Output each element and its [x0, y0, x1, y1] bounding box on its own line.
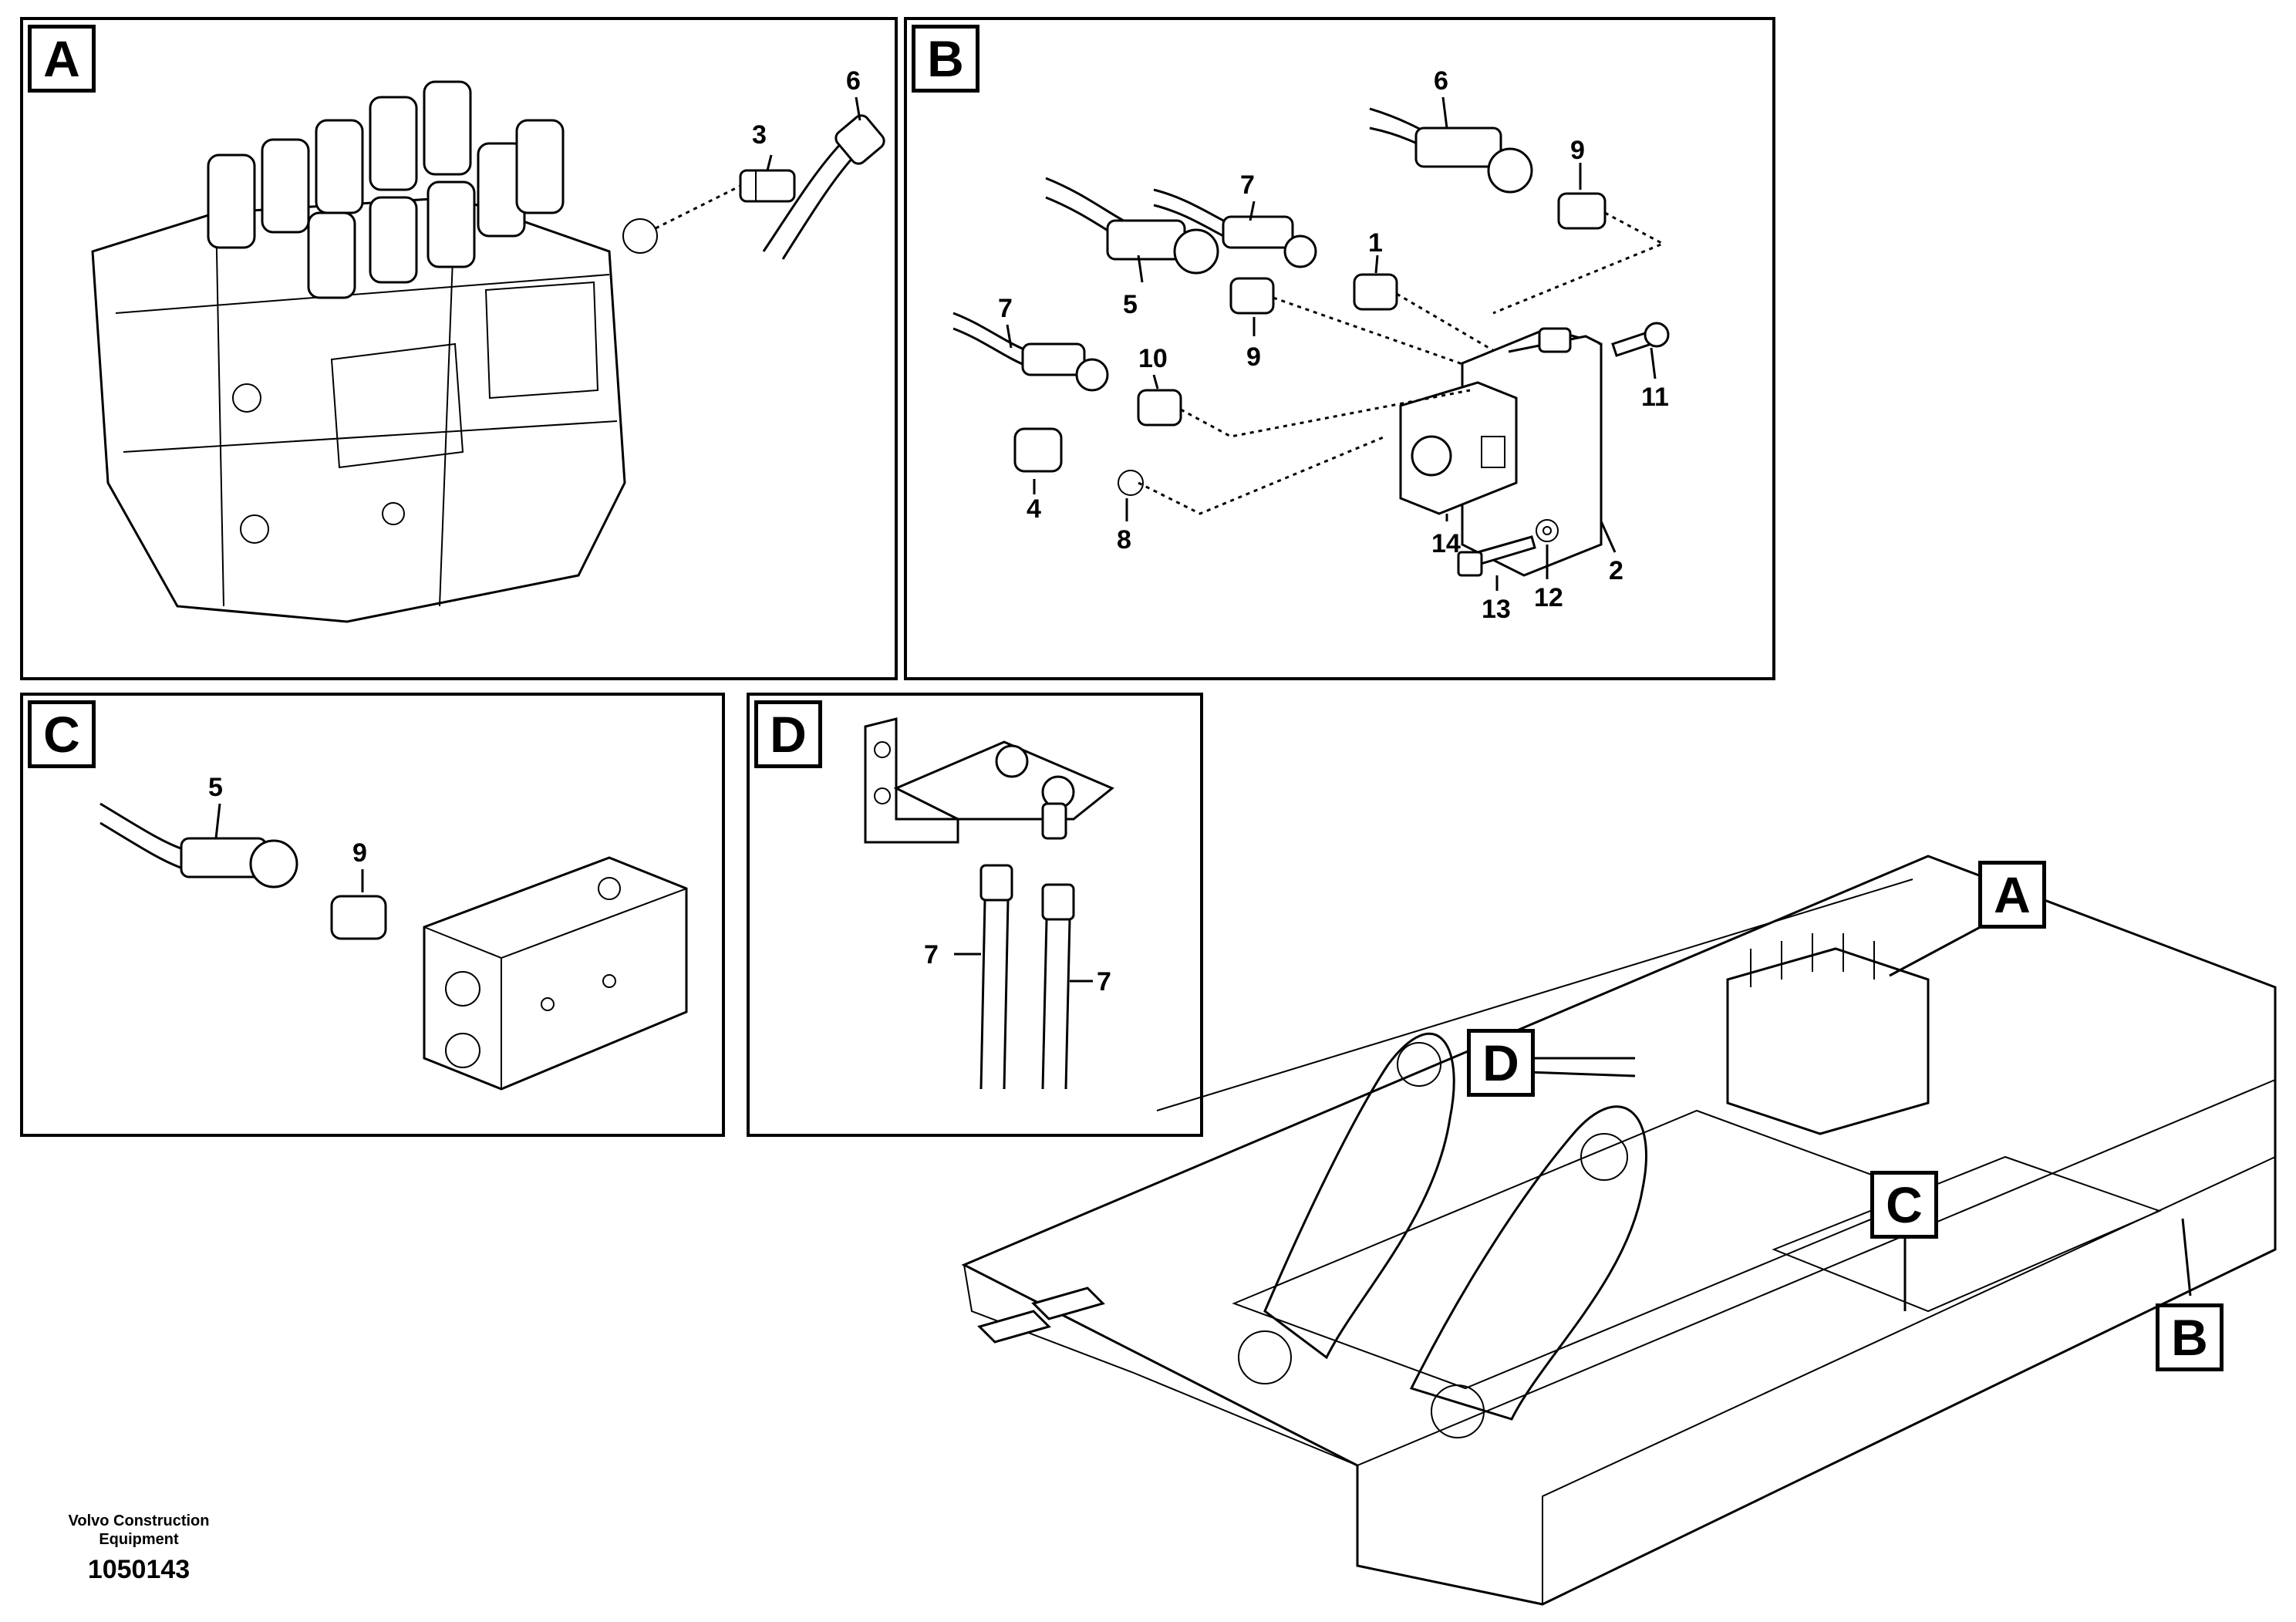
washer-12	[1536, 519, 1559, 542]
overview-callout-d-letter: D	[1482, 1034, 1519, 1091]
hose-6	[1369, 107, 1533, 194]
callout-b-13: 13	[1482, 595, 1511, 624]
callout-d-7b: 7	[1097, 967, 1111, 996]
overview-callout-b-letter: B	[2171, 1309, 2208, 1366]
callout-b-11: 11	[1641, 383, 1669, 412]
overview-callout-c: C	[1870, 1171, 1938, 1239]
callout-c-9: 9	[352, 838, 367, 868]
fitting-9	[330, 895, 387, 940]
panel-a-drawing: 3 6	[91, 66, 885, 623]
fitting-9-mid	[1229, 277, 1275, 315]
hose-6	[762, 114, 885, 260]
callout-b-7b: 7	[998, 294, 1013, 323]
callout-b-9b: 9	[1246, 342, 1261, 372]
overview-callout-b: B	[2156, 1303, 2224, 1371]
panel-d-drawing: 7 7	[864, 717, 1114, 1090]
panel-b-tag: B	[912, 25, 979, 93]
overview-valve-block	[1726, 933, 1930, 1135]
callout-a-3: 3	[752, 120, 767, 150]
fitting-1	[1353, 273, 1398, 311]
callout-d-7a: 7	[924, 940, 939, 969]
overview-callout-c-letter: C	[1886, 1176, 1923, 1233]
overview-callout-d: D	[1467, 1029, 1535, 1097]
spool-caps	[207, 80, 565, 299]
hose-5	[99, 802, 298, 889]
fitting-9-top	[1557, 192, 1607, 230]
o-ring-8	[1118, 470, 1144, 496]
fitting-10	[1137, 389, 1182, 427]
panel-a: A	[20, 17, 898, 680]
screw-11	[1611, 322, 1670, 357]
panel-b: B 6 9 7	[904, 17, 1775, 680]
panel-b-drawing: 6 9 7 5 9	[952, 66, 1670, 624]
panel-c-tag: C	[28, 700, 96, 768]
panel-a-tag: A	[28, 25, 96, 93]
control-valve-block	[91, 80, 658, 623]
hose-7-lower	[952, 312, 1109, 392]
panel-d: D 7 7	[747, 693, 1203, 1137]
callout-b-10: 10	[1138, 344, 1168, 373]
callout-b-9a: 9	[1570, 136, 1585, 165]
callout-b-2: 2	[1609, 556, 1623, 585]
callout-b-1: 1	[1368, 228, 1383, 258]
overview-callout-a: A	[1978, 861, 2046, 929]
drawing-number: 1050143	[87, 1555, 190, 1584]
footer: Volvo Construction Equipment 1050143	[31, 1512, 247, 1585]
callout-a-6: 6	[846, 66, 861, 96]
hose-7-upper	[1153, 188, 1317, 268]
callout-c-5: 5	[208, 773, 223, 802]
valve-block	[423, 856, 688, 1091]
hose-5	[1045, 177, 1219, 275]
overview-callout-a-letter: A	[1994, 866, 2031, 923]
bolt-13	[1457, 535, 1536, 577]
hose-7-left	[979, 864, 1013, 1090]
callout-b-14: 14	[1431, 529, 1461, 558]
plug-4	[1013, 427, 1063, 473]
company-line-2: Equipment	[99, 1531, 179, 1548]
solenoid-valve-14	[1399, 327, 1603, 577]
callout-b-5: 5	[1123, 290, 1138, 319]
fitting-3	[739, 169, 796, 203]
panel-c-drawing: 5 9	[99, 773, 688, 1091]
panel-d-tag: D	[754, 700, 822, 768]
callout-b-4: 4	[1027, 494, 1041, 524]
hose-7-right	[1041, 883, 1075, 1090]
overview-steps	[977, 1286, 1105, 1344]
callout-b-7a: 7	[1240, 170, 1255, 200]
boom-mount	[1238, 1032, 1647, 1438]
company-line-1: Volvo Construction	[68, 1512, 210, 1529]
callout-b-8: 8	[1117, 525, 1131, 555]
bracket	[864, 717, 1114, 844]
callout-b-6: 6	[1434, 66, 1448, 96]
callout-b-12: 12	[1534, 583, 1563, 612]
panel-c: C 5 9	[20, 693, 725, 1137]
